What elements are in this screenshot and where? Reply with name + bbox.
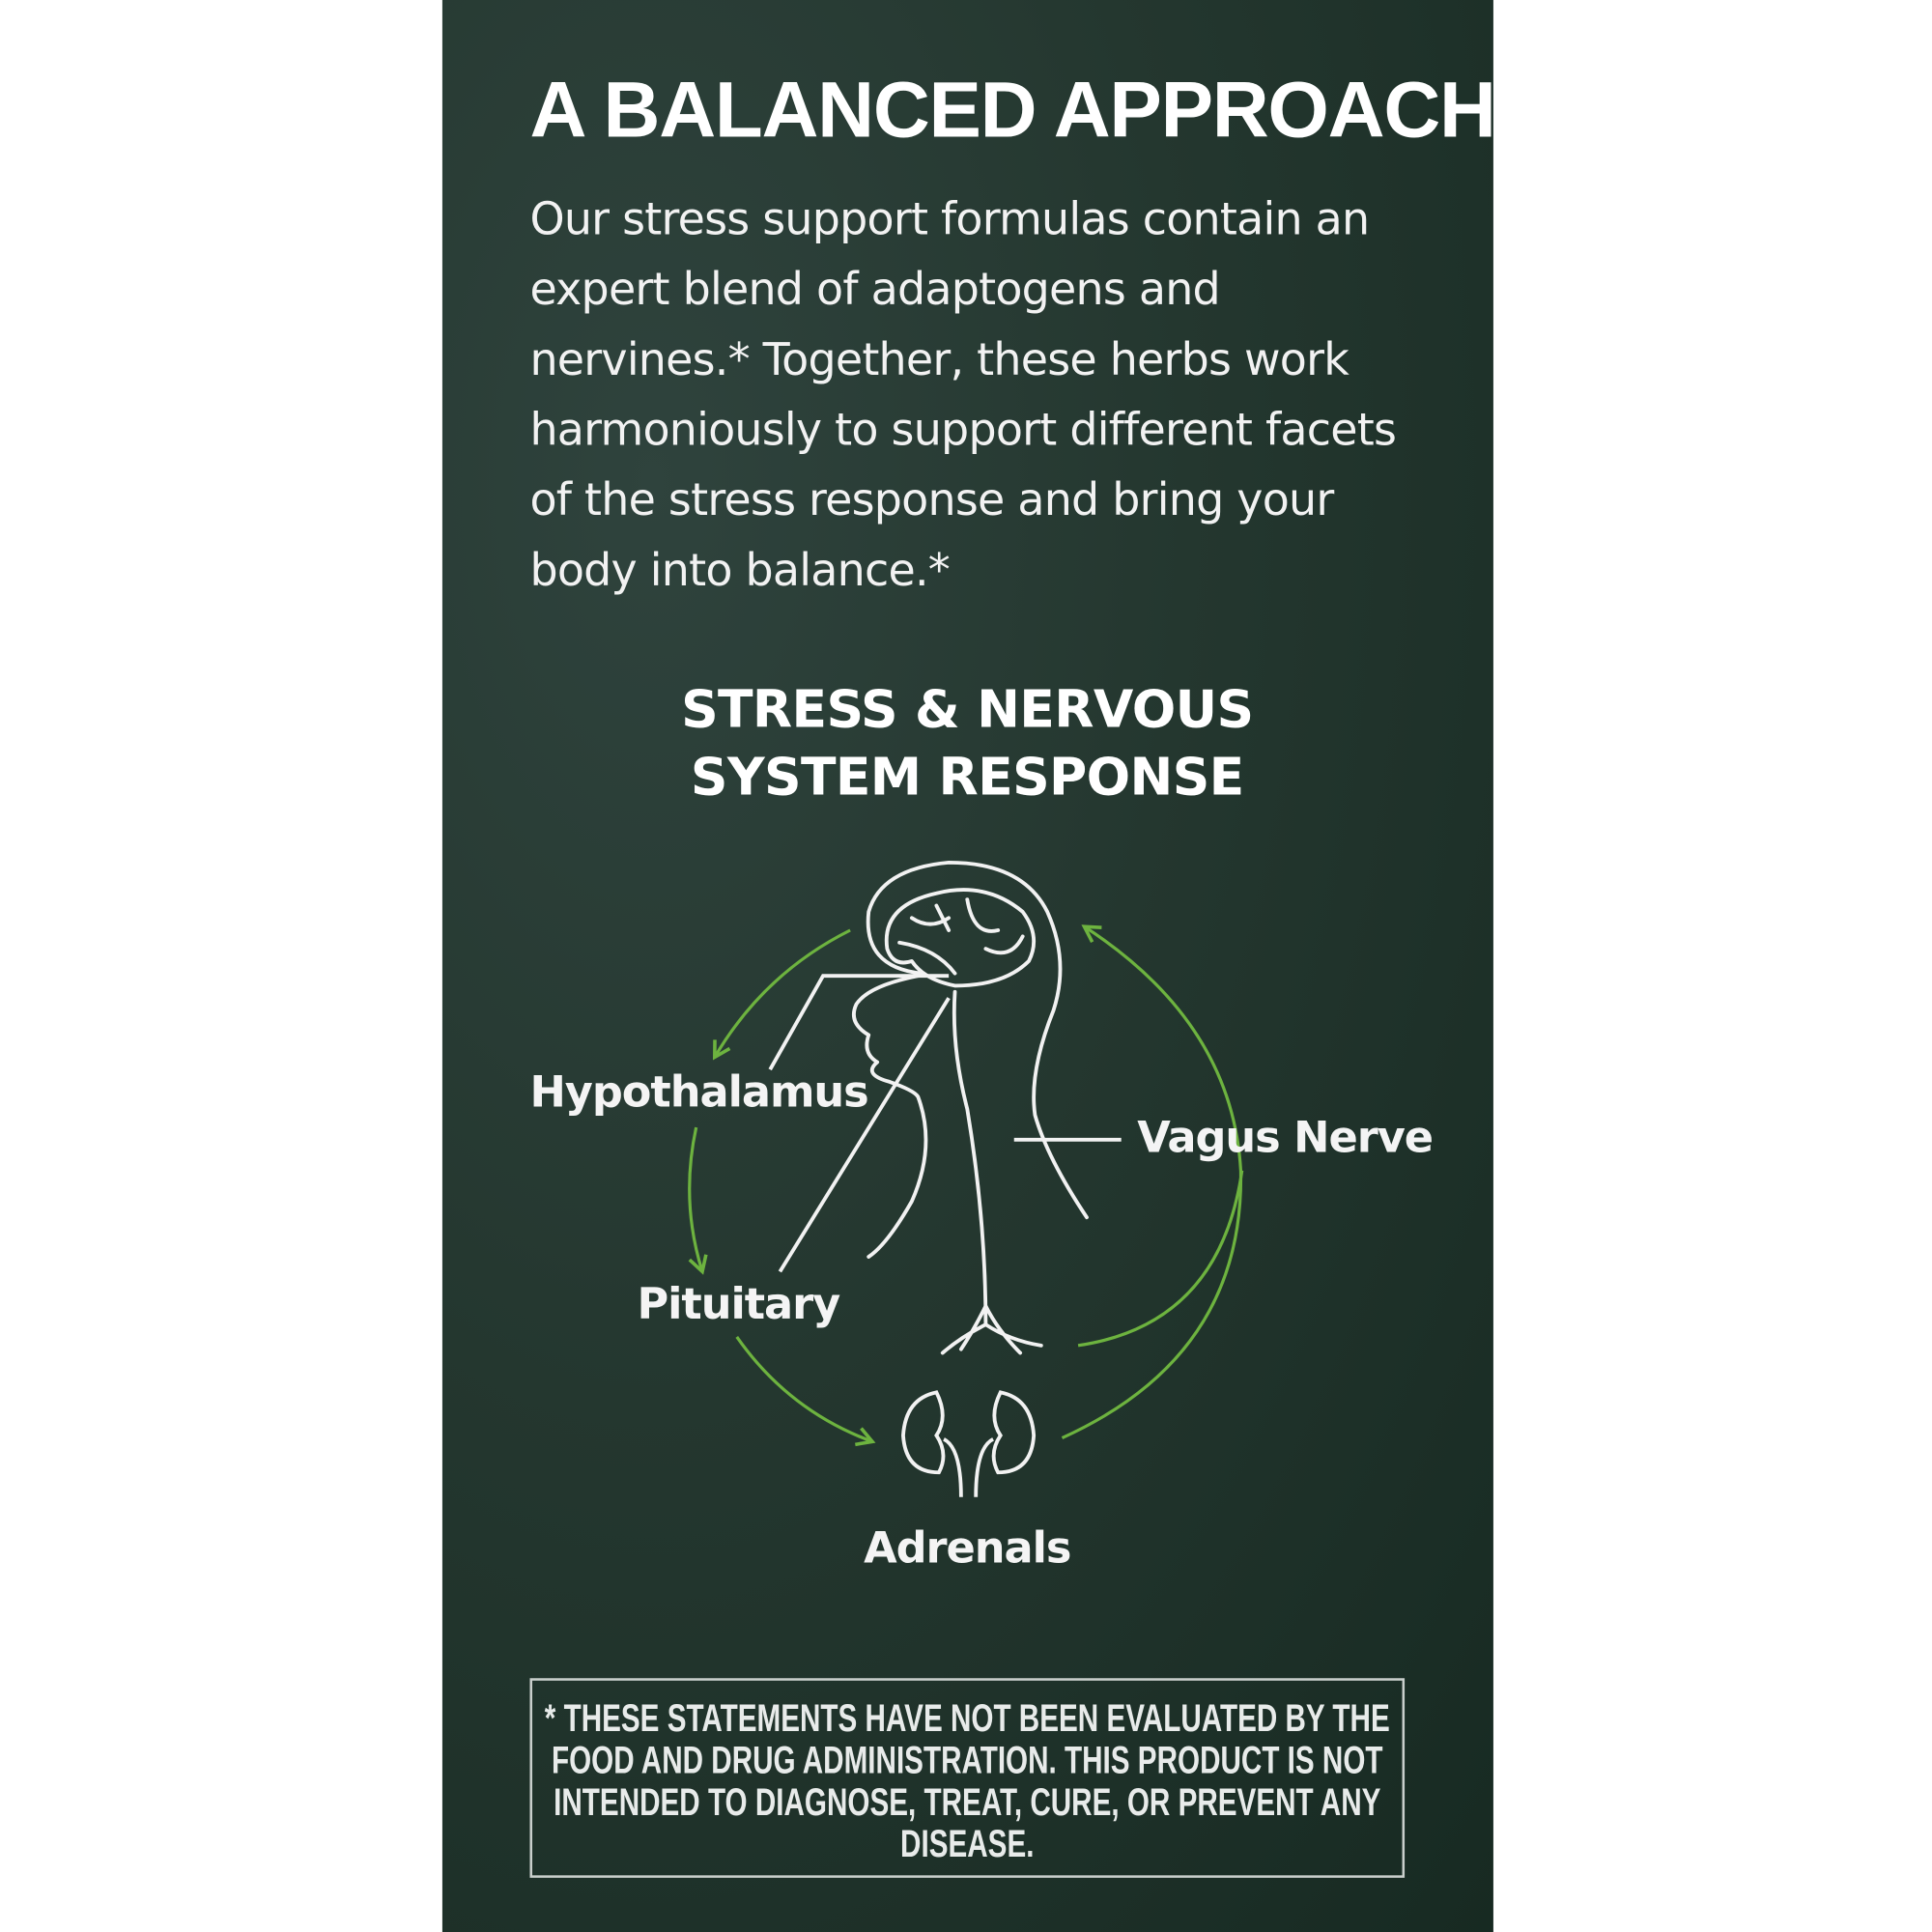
diagram-title: STRESS & NERVOUS SYSTEM RESPONSE — [681, 678, 1254, 808]
leader-lines — [768, 974, 1122, 1273]
arrow-to-pituitary — [688, 1126, 708, 1275]
arrow-to-brain — [1061, 924, 1243, 1439]
cycle-arrows — [688, 924, 1244, 1447]
fda-disclaimer-box: * THESE STATEMENTS HAVE NOT BEEN EVALUAT… — [529, 1678, 1406, 1878]
head-brain-spine-icon — [852, 860, 1089, 1355]
label-vagus-nerve: Vagus Nerve — [1137, 1113, 1433, 1163]
content-panel — [441, 0, 1493, 1932]
vagus-to-adrenal-arc — [1077, 1170, 1244, 1348]
page-title: A BALANCED APPROACH — [529, 65, 1495, 155]
label-hypothalamus: Hypothalamus — [529, 1066, 867, 1117]
fda-disclaimer-text: * THESE STATEMENTS HAVE NOT BEEN EVALUAT… — [544, 1696, 1390, 1866]
kidneys-adrenals-icon — [901, 1390, 1037, 1497]
arrow-to-adrenals — [735, 1336, 876, 1447]
label-adrenals: Adrenals — [864, 1522, 1070, 1573]
label-pituitary: Pituitary — [637, 1279, 840, 1329]
intro-paragraph: Our stress support formulas contain an e… — [529, 194, 1397, 597]
arrow-to-hypothalamus — [712, 928, 851, 1061]
